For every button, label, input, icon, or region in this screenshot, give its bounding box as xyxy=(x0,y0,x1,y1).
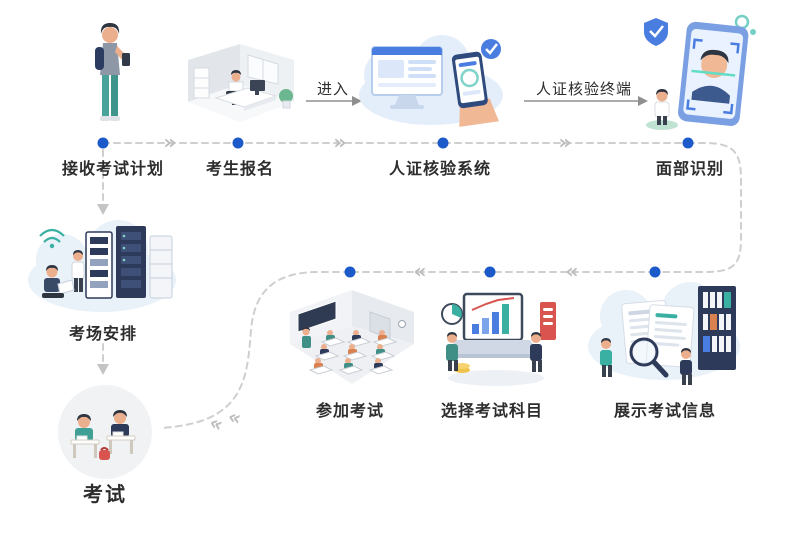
flow-line-left-curve xyxy=(161,271,351,429)
enter-arrowhead xyxy=(352,96,362,106)
desk-row xyxy=(308,358,394,375)
node-label-register: 考生报名 xyxy=(205,161,275,178)
choose-subject-illustration xyxy=(436,286,562,388)
chevron-right-icon: » xyxy=(559,130,572,154)
hand-holding-phone-icon xyxy=(451,51,499,127)
chevron-left-icon: « xyxy=(226,404,244,430)
chevron-right-icon: » xyxy=(334,130,347,154)
node-dot-take-exam xyxy=(344,266,356,278)
monitor-phone-icon xyxy=(359,35,503,127)
node-label-room-arrangement: 考场安排 xyxy=(68,326,138,343)
flow-line-right-curve xyxy=(654,142,742,273)
face-scan-phone-icon xyxy=(644,14,756,130)
server-racks-icon xyxy=(85,226,173,299)
desk-row xyxy=(320,330,398,347)
edge-label-enter: 进入 xyxy=(316,81,350,98)
wifi-icon xyxy=(39,228,65,243)
chevron-left-icon: « xyxy=(414,259,427,283)
node-dot-face-recognition xyxy=(682,137,694,149)
register-office-illustration xyxy=(176,40,304,130)
down-arrowhead-2 xyxy=(97,364,109,375)
node-label-receive-plan: 接收考试计划 xyxy=(61,161,165,178)
node-label-face-recognition: 面部识别 xyxy=(655,161,725,178)
node-label-take-exam: 参加考试 xyxy=(315,403,385,420)
node-dot-show-info xyxy=(649,266,661,278)
face-recognition-illustration xyxy=(642,10,760,134)
schoolbag-icon xyxy=(99,450,110,460)
exam-illustration xyxy=(57,384,153,480)
node-dot-register xyxy=(232,137,244,149)
office-room-icon xyxy=(188,44,294,122)
down-arrowhead-1 xyxy=(97,204,109,215)
chevron-left-icon: « xyxy=(566,259,579,283)
edge-label-verify-terminal: 人证核验终端 xyxy=(535,81,633,98)
desk-row xyxy=(314,344,396,361)
chevron-left-icon: « xyxy=(206,410,226,437)
person-with-phone-icon xyxy=(95,23,130,121)
server-room-icon xyxy=(28,220,176,312)
node-dot-choose-subject xyxy=(484,266,496,278)
node-label-exam: 考试 xyxy=(83,484,127,506)
terminal-arrowhead xyxy=(638,96,648,106)
documents-magnifier-icon xyxy=(588,282,740,385)
node-dot-receive-plan xyxy=(97,137,109,149)
flow-node-dots xyxy=(97,137,694,278)
clock-icon xyxy=(398,320,406,328)
room-arrangement-illustration xyxy=(26,216,178,318)
chevron-right-icon: » xyxy=(164,130,177,154)
node-label-choose-subject: 选择考试科目 xyxy=(440,403,544,420)
check-bubble-icon xyxy=(481,39,501,59)
node-label-show-exam-info: 展示考试信息 xyxy=(613,403,717,420)
node-label-verify-system: 人证核验系统 xyxy=(388,161,492,178)
receive-plan-illustration xyxy=(80,20,138,132)
laptop-chart-icon xyxy=(441,292,556,386)
verify-system-illustration xyxy=(356,33,506,130)
magnifier-icon xyxy=(629,337,669,378)
students-at-desks-icon xyxy=(58,385,152,479)
gear-icon xyxy=(734,14,750,30)
shield-check-icon xyxy=(644,18,668,46)
node-dot-verify-system xyxy=(437,137,449,149)
classroom-icon xyxy=(290,290,414,384)
take-exam-illustration xyxy=(282,284,422,392)
show-exam-info-illustration xyxy=(586,280,742,390)
